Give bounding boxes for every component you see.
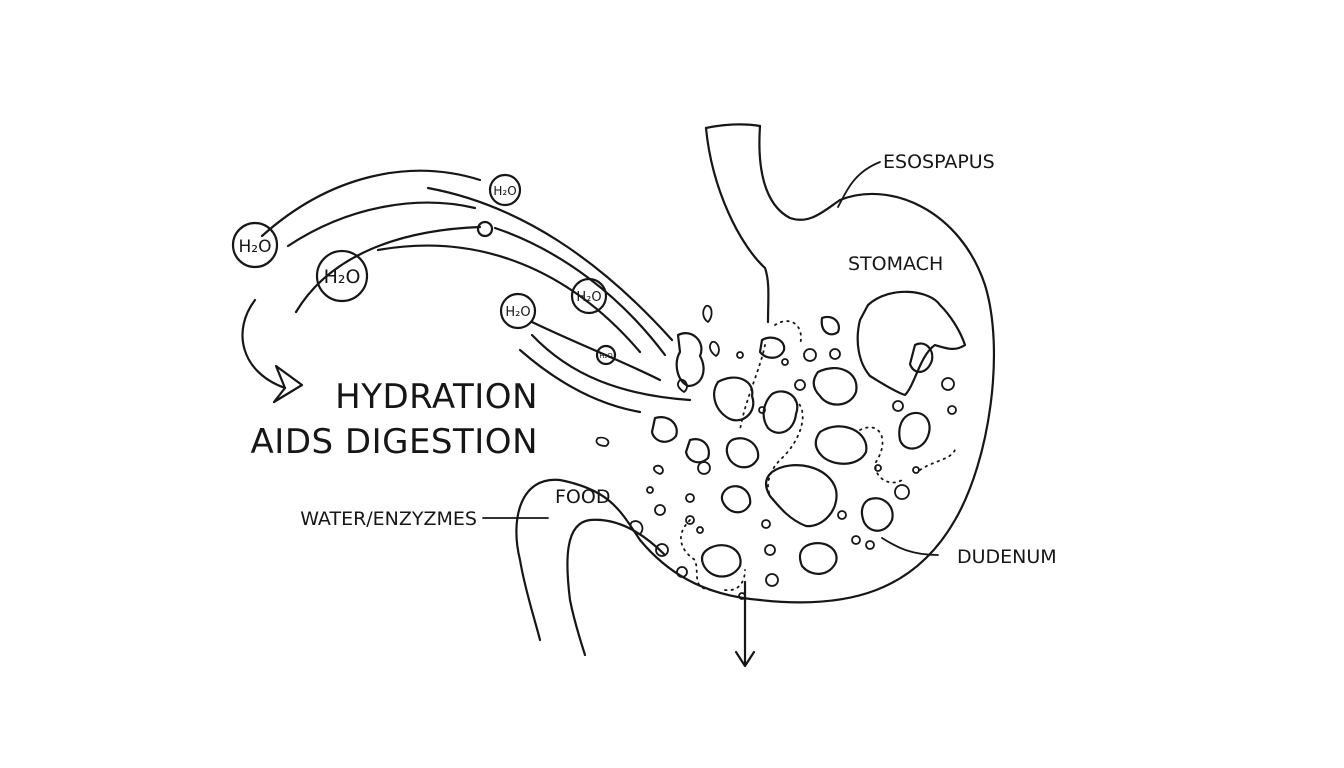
label-stomach: STOMACH <box>848 253 943 275</box>
h2o-label: H₂O <box>599 352 613 360</box>
water-stream <box>260 169 692 414</box>
h2o-label: H₂O <box>239 237 272 257</box>
title-line-1: HYDRATION <box>335 377 538 417</box>
h2o-molecule: H₂O <box>231 221 279 269</box>
h2o-molecule: H₂O <box>499 292 537 330</box>
h2o-molecules: H₂O H₂O H₂O H₂O H₂O H₂O <box>231 173 617 366</box>
h2o-molecule: H₂O <box>315 249 369 303</box>
h2o-molecule: H₂O <box>488 173 522 207</box>
h2o-label: H₂O <box>493 184 516 198</box>
h2o-label: H₂O <box>324 266 361 288</box>
water-droplet <box>476 220 494 238</box>
h2o-label: H₂O <box>576 290 601 305</box>
label-duodenum: DUDENUM <box>957 546 1057 568</box>
stomach-outline <box>515 192 996 657</box>
h2o-label: H₂O <box>505 305 530 320</box>
label-food: FOOD <box>555 486 610 508</box>
h2o-molecule: H₂O <box>570 277 608 315</box>
h2o-molecule: H₂O <box>595 344 617 366</box>
label-water-enzymes: WATER/ENZYZMES <box>300 508 477 530</box>
food-particles <box>595 290 967 600</box>
label-esophagus: ESOSPAPUS <box>883 151 995 173</box>
leader-lines <box>482 161 939 556</box>
esophagus-tube <box>704 123 842 324</box>
enzyme-trails <box>680 320 956 592</box>
curved-arrow-icon <box>241 298 304 404</box>
title-line-2: AIDS DIGESTION <box>251 422 538 462</box>
